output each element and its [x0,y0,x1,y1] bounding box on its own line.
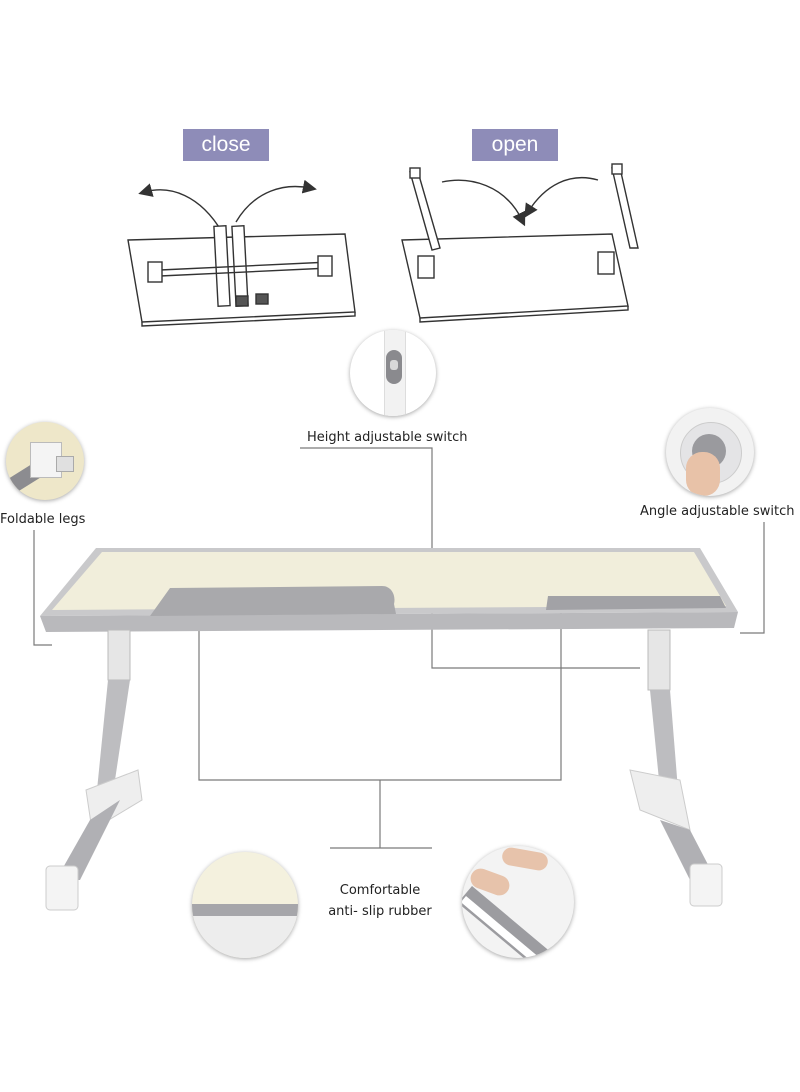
rubber-detail-left-image [192,852,298,958]
open-desk-sketch [401,163,639,323]
closed-desk-sketch [127,179,356,327]
close-tag: close [183,129,269,161]
rubber-label-line1: Comfortable [339,883,421,898]
rubber-label-line2: anti- slip rubber [328,904,432,919]
rubber-detail-right-image [462,846,574,958]
rubber-label: Comfortable anti- slip rubber [318,880,442,922]
main-desk [40,548,738,911]
height-switch-detail-image [350,330,436,416]
foldable-legs-detail-image [6,422,84,500]
foldable-legs-label: Foldable legs [0,512,86,527]
angle-switch-detail-image [666,408,754,496]
open-tag: open [472,129,558,161]
angle-switch-label: Angle adjustable switch [640,504,795,519]
height-switch-label: Height adjustable switch [307,430,468,445]
